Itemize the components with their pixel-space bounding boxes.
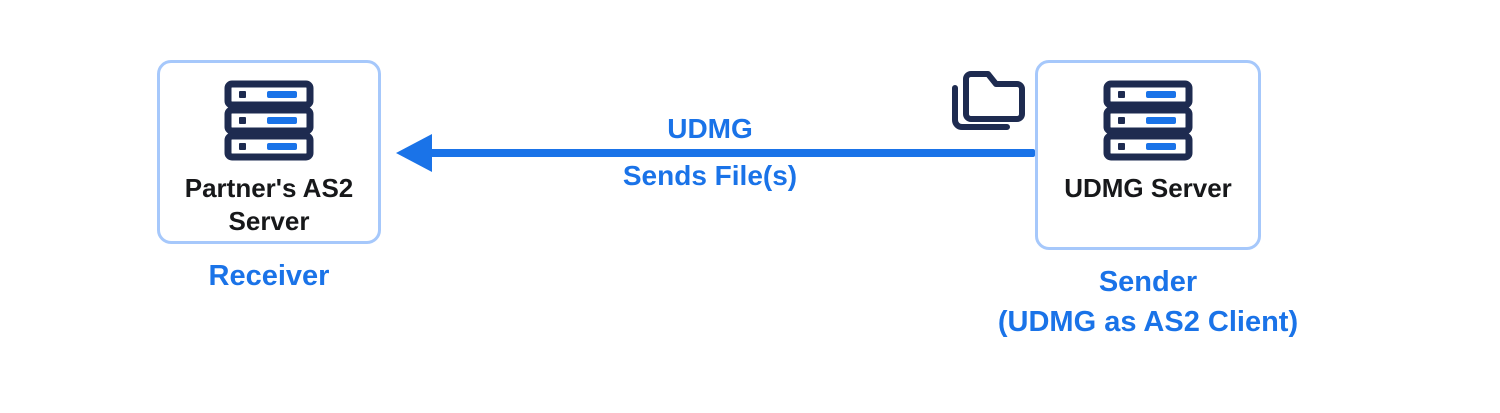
flow-arrow-head-icon xyxy=(396,134,432,172)
server-icon xyxy=(1100,79,1196,166)
flow-label-line1: UDMG xyxy=(667,113,753,144)
folder-icon xyxy=(944,64,1026,136)
receiver-node-title: Partner's AS2 Server xyxy=(185,172,354,237)
flow-label-line2: Sends File(s) xyxy=(622,160,798,191)
sender-role-label: Sender (UDMG as AS2 Client) xyxy=(968,262,1328,342)
flow-arrow-line xyxy=(428,149,1035,157)
receiver-node: Partner's AS2 Server xyxy=(157,60,381,244)
receiver-title-line1: Partner's AS2 xyxy=(184,173,354,203)
sender-role-line1: Sender xyxy=(1098,266,1198,298)
sender-node-title: UDMG Server xyxy=(1064,173,1232,203)
flow-label: UDMG Sends File(s) xyxy=(560,112,860,193)
receiver-role-label: Receiver xyxy=(208,260,330,292)
receiver-title-line2: Server xyxy=(228,205,310,236)
sender-role-line2: (UDMG as AS2 Client) xyxy=(997,306,1299,339)
sender-node: UDMG Server xyxy=(1035,60,1261,250)
server-icon xyxy=(221,79,317,166)
